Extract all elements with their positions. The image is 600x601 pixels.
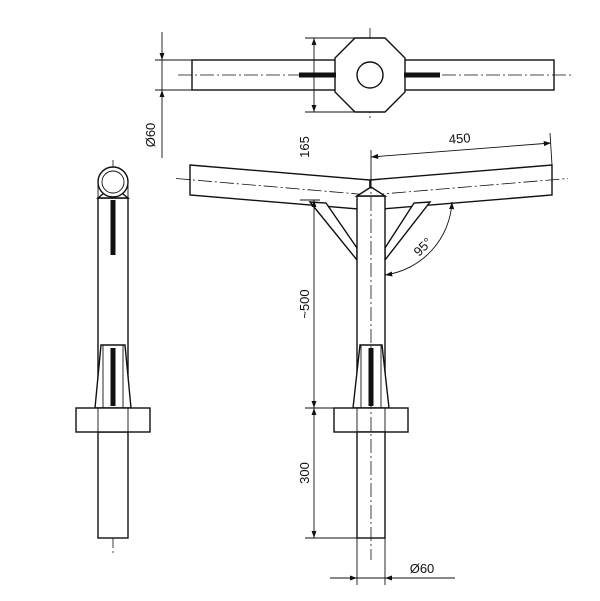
front-view-left-arm [189,164,371,211]
side-view-weld-upper [110,200,116,255]
arm-angle-label: 95° [411,235,436,260]
side-view-base-plate [75,407,151,433]
arm-length-label: 450 [448,130,471,147]
dim-angle-arc [384,201,455,277]
tube-diameter-label: Ø60 [410,561,435,576]
front-view-left-brace [308,201,358,262]
mast-height-label: ~500 [297,289,312,318]
front-view: 450 95° ~500 300 Ø60 [175,130,569,585]
side-view-insert-tube [97,431,129,539]
sleeve-depth-label: 300 [297,462,312,484]
front-view-mast-top [354,186,388,197]
front-view-left-arm-centerline [175,178,371,196]
side-view-tube-end-outer [97,166,129,198]
top-view-weld-left [299,72,336,78]
top-view-weld-right [404,72,440,78]
side-view [75,160,151,555]
side-view-weld-lower [110,348,116,406]
top-view-center-hole [356,61,384,89]
dim-450-ext-right [549,132,553,166]
front-view-right-arm-centerline [369,178,569,196]
top-bracket-offset-label: 165 [297,136,312,158]
dim-450-line [370,141,552,159]
top-view: Ø60 165 [143,28,572,158]
top-bracket-diameter-label: Ø60 [143,123,158,148]
side-view-tube-end-inner [101,170,125,194]
